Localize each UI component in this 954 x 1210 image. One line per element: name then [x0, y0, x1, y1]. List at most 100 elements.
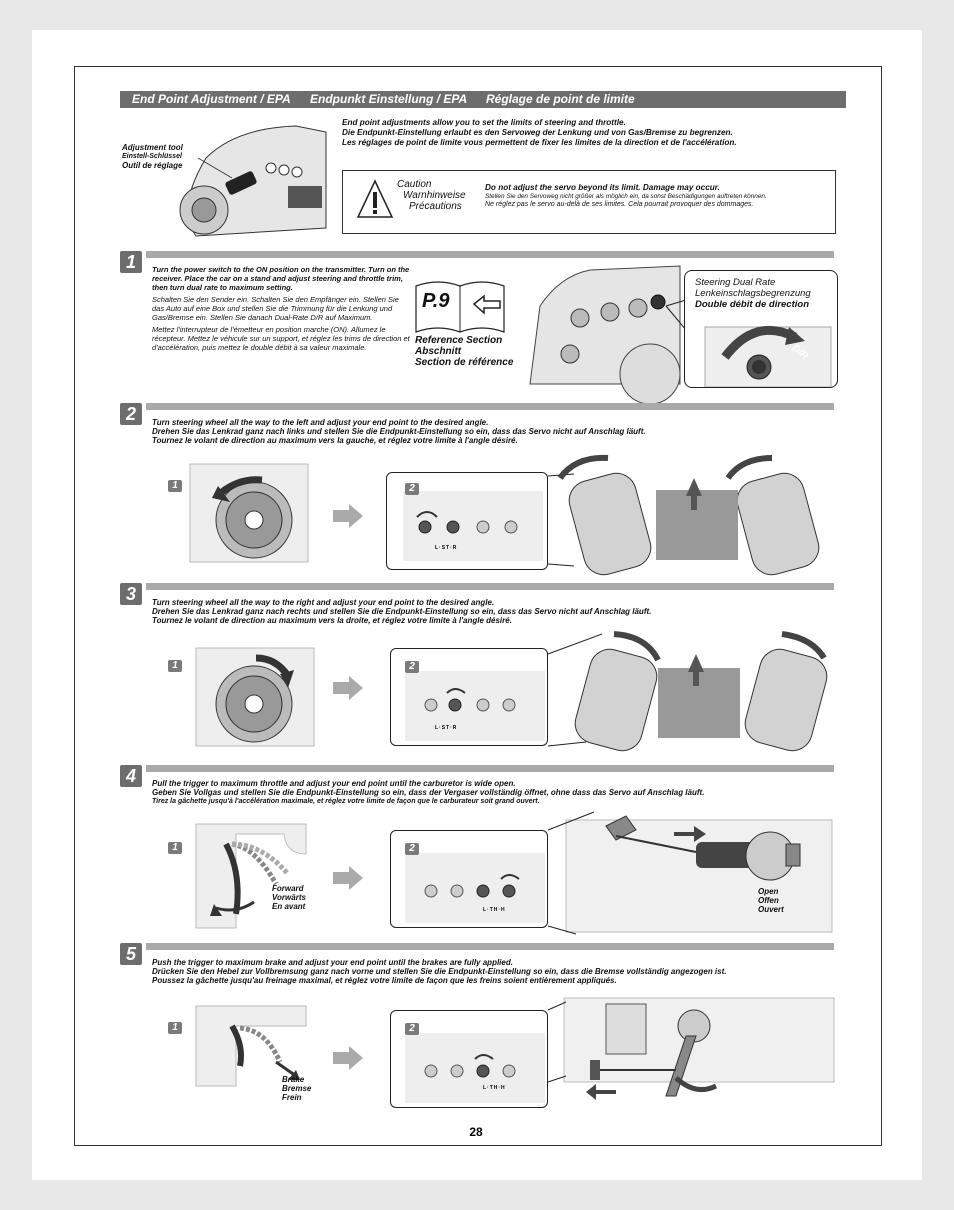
carburetor-illustration — [547, 811, 833, 935]
step3-sub2: 2 — [405, 661, 419, 673]
forward-fr: En avant — [272, 902, 306, 911]
step4-sub2: 2 — [405, 843, 419, 855]
header-title-fr: Réglage de point de limite — [486, 92, 635, 106]
open-en: Open — [758, 887, 779, 896]
step5-en: Push the trigger to maximum brake and ad… — [152, 958, 513, 967]
open-fr: Ouvert — [758, 905, 784, 914]
step4-panel-label: L·TH·H — [483, 907, 506, 913]
step3-bar — [146, 583, 834, 590]
step4-trigger-illustration — [195, 823, 307, 929]
step2-panel-drawing — [403, 491, 543, 561]
warning-triangle-icon — [356, 179, 394, 218]
step1-number: 1 — [120, 251, 142, 273]
step5-next-arrow-icon — [333, 1046, 363, 1070]
step5-sub1: 1 — [168, 1022, 182, 1034]
caution-text: Do not adjust the servo beyond its limit… — [485, 183, 830, 209]
dual-rate-callout: Steering Dual Rate Lenkeinschlagsbegrenz… — [684, 270, 838, 388]
dual-rate-labels: Steering Dual Rate Lenkeinschlagsbegrenz… — [695, 277, 811, 310]
intro-text: End point adjustments allow you to set t… — [342, 118, 842, 148]
reference-fr: Section de référence — [415, 357, 514, 368]
step4-bar — [146, 765, 834, 772]
page-number: 28 — [469, 1125, 483, 1139]
step4-en: Pull the trigger to maximum throttle and… — [152, 779, 516, 788]
step4-next-arrow-icon — [333, 866, 363, 890]
step2-fr: Tournez le volant de direction au maximu… — [152, 436, 518, 445]
callout-line — [665, 299, 687, 331]
step3-number: 3 — [120, 583, 142, 605]
step2-text: Turn steering wheel all the way to the l… — [152, 418, 842, 445]
reference-en: Reference Section — [415, 335, 503, 346]
step5-panel-box: 2 L·TH·H — [390, 1010, 548, 1108]
transmitter-drawing — [179, 125, 327, 237]
caution-de: Stellen Sie den Servoweg nicht größer al… — [485, 193, 767, 200]
section-header: End Point Adjustment / EPA Endpunkt Eins… — [120, 91, 846, 108]
step3-en: Turn steering wheel all the way to the r… — [152, 598, 495, 607]
step2-bar — [146, 403, 834, 410]
brake-illustration — [547, 997, 835, 1100]
step5-sub2: 2 — [405, 1023, 419, 1035]
caution-title-de: Warnhinweise — [403, 190, 466, 201]
caution-fr: Ne réglez pas le servo au-delà de ses li… — [485, 201, 754, 208]
brake-en: Brake — [282, 1075, 305, 1084]
caution-en: Do not adjust the servo beyond its limit… — [485, 183, 720, 192]
step3-sub1: 1 — [168, 660, 182, 672]
reference-book-icon — [415, 281, 505, 333]
transmitter-panel-illustration — [529, 265, 681, 405]
tool-label-fr: Outil de réglage — [122, 161, 183, 170]
step4-number: 4 — [120, 765, 142, 787]
step5-panel-label: L·TH·H — [483, 1085, 506, 1091]
step2-next-arrow-icon — [333, 504, 363, 528]
header-title-de: Endpunkt Einstellung / EPA — [310, 92, 468, 106]
step4-panel-box: 2 L·TH·H — [390, 830, 548, 928]
step4-fr: Tirez la gâchette jusqu'à l'accélération… — [152, 798, 540, 805]
step2-de: Drehen Sie das Lenkrad ganz nach links u… — [152, 427, 646, 436]
tool-label-en: Adjustment tool — [122, 143, 183, 152]
step5-text: Push the trigger to maximum brake and ad… — [152, 958, 842, 985]
step3-panel-drawing — [405, 671, 545, 741]
step3-de: Drehen Sie das Lenkrad ganz nach rechts … — [152, 607, 652, 616]
step3-panel-label: L·ST·R — [435, 725, 458, 731]
step4-sub1: 1 — [168, 842, 182, 854]
step5-bar — [146, 943, 834, 950]
step3-fr: Tournez le volant de direction au maximu… — [152, 616, 512, 625]
step3-next-arrow-icon — [333, 676, 363, 700]
step4-de: Geben Sie Vollgas und stellen Sie die En… — [152, 788, 705, 797]
step3-car-front-illustration — [547, 631, 828, 752]
tool-label: Adjustment tool Einstell-Schlüssel Outil… — [122, 143, 183, 170]
brake-fr: Frein — [282, 1093, 302, 1102]
step4-text: Pull the trigger to maximum throttle and… — [152, 779, 842, 806]
intro-fr: Les réglages de point de limite vous per… — [342, 138, 737, 147]
reference-de: Abschnitt — [415, 346, 462, 357]
brake-labels: Brake Bremse Frein — [282, 1075, 311, 1102]
dual-rate-knob-drawing — [704, 325, 832, 387]
caution-titles: Caution Warnhinweise Précautions — [397, 179, 466, 212]
step1-bar — [146, 251, 834, 258]
forward-en: Forward — [272, 884, 304, 893]
intro-de: Die Endpunkt-Einstellung erlaubt es den … — [342, 128, 733, 137]
caution-box: Caution Warnhinweise Précautions Do not … — [342, 170, 836, 234]
step3-wheel-illustration — [195, 647, 315, 747]
reference-labels: Reference Section Abschnitt Section de r… — [415, 335, 513, 368]
step2-sub1: 1 — [168, 480, 182, 492]
step5-fr: Poussez la gâchette jusqu'au freinage ma… — [152, 976, 617, 985]
step2-panel-box: 2 L·ST·R — [386, 472, 548, 570]
tool-label-de: Einstell-Schlüssel — [122, 153, 182, 160]
step1-fr: Mettez l'interrupteur de l'émetteur en p… — [152, 325, 410, 352]
step5-de: Drücken Sie den Hebel zur Vollbremsung g… — [152, 967, 727, 976]
dual-rate-de: Lenkeinschlagsbegrenzung — [695, 288, 811, 299]
header-title-en: End Point Adjustment / EPA — [132, 92, 291, 106]
brake-de: Bremse — [282, 1084, 312, 1093]
forward-de: Vorwärts — [272, 893, 306, 902]
step2-en: Turn steering wheel all the way to the l… — [152, 418, 489, 427]
step2-sub2: 2 — [405, 483, 419, 495]
step1-en: Turn the power switch to the ON position… — [152, 265, 410, 292]
forward-labels: Forward Vorwärts En avant — [272, 884, 306, 911]
step3-text: Turn steering wheel all the way to the r… — [152, 598, 842, 625]
transmitter-tool-illustration — [176, 118, 334, 238]
step5-number: 5 — [120, 943, 142, 965]
step5-trigger-illustration — [195, 1005, 307, 1087]
caution-title-fr: Précautions — [409, 201, 462, 212]
page-frame — [74, 66, 882, 1146]
step2-number: 2 — [120, 403, 142, 425]
step2-panel-label: L·ST·R — [435, 545, 458, 551]
